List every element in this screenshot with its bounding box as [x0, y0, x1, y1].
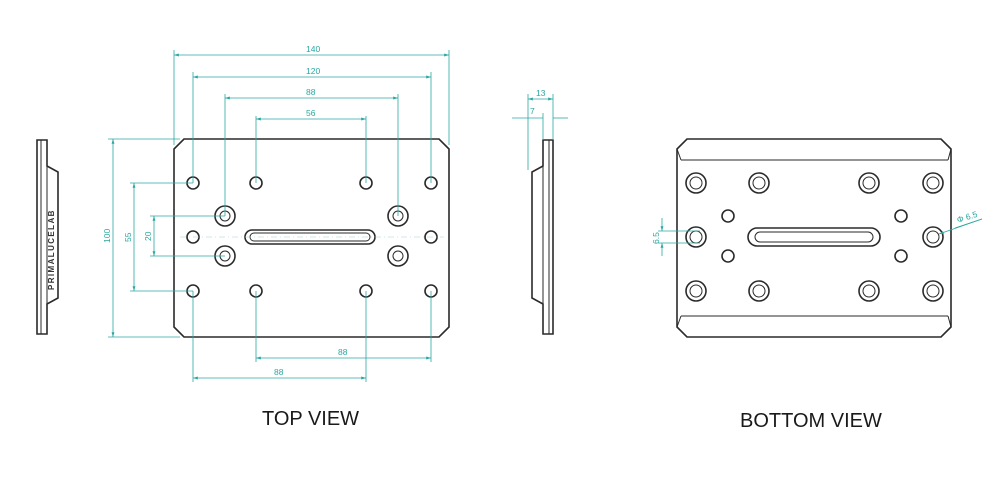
dim-100: 100 — [102, 229, 112, 243]
dim-diameter-6-5: Φ 6.5 — [956, 209, 979, 225]
dim-7: 7 — [530, 106, 535, 116]
bottom-view-plate — [676, 138, 952, 338]
dim-55: 55 — [123, 232, 133, 242]
side-dimensions: 13 7 — [512, 88, 568, 170]
dim-6-5-left: 6.5 — [651, 232, 661, 244]
top-view-label: TOP VIEW — [262, 408, 359, 430]
left-side-profile: PRIMALUCELAB — [36, 139, 59, 335]
dim-56: 56 — [306, 108, 316, 118]
top-view-plate — [173, 138, 450, 338]
dim-13: 13 — [536, 88, 546, 98]
right-side-profile — [531, 139, 554, 335]
dim-88-bottom-left: 88 — [274, 367, 284, 377]
bottom-view-label: BOTTOM VIEW — [740, 410, 882, 432]
brand-label: PRIMALUCELAB — [47, 209, 56, 290]
dim-88-top: 88 — [306, 87, 316, 97]
dim-88-bottom-right: 88 — [338, 347, 348, 357]
dim-140: 140 — [306, 44, 320, 54]
top-view-dimensions: 140 120 88 56 88 88 100 55 — [102, 44, 450, 382]
dim-120: 120 — [306, 66, 320, 76]
dim-20: 20 — [143, 231, 153, 241]
bottom-view-holes — [685, 172, 944, 302]
